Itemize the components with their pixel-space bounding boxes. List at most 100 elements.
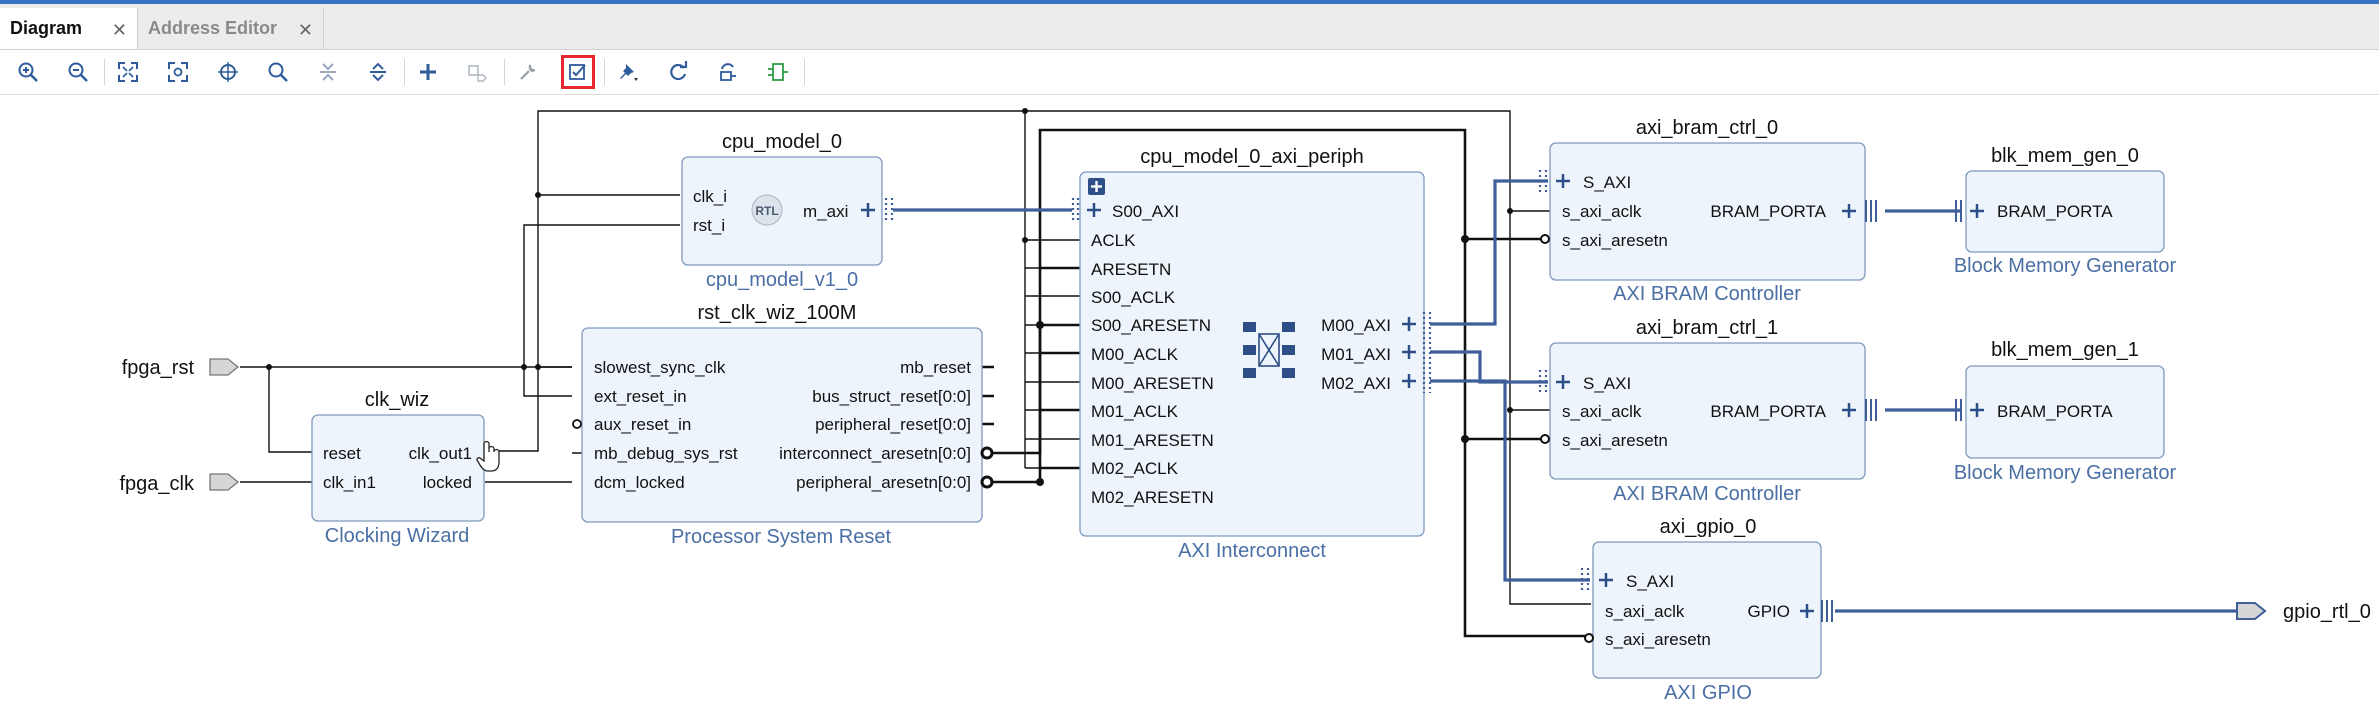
pin-label: interconnect_aresetn[0:0] [779, 444, 971, 463]
make-external-button[interactable] [461, 55, 495, 89]
pin-label: s_axi_aclk [1605, 602, 1685, 621]
pin-label: BRAM_PORTA [1710, 402, 1826, 421]
properties-button[interactable] [511, 55, 545, 89]
search-icon [268, 62, 288, 82]
pin-label: M01_AXI [1321, 345, 1391, 364]
tab-address-editor-label: Address Editor [148, 18, 278, 38]
plus-icon[interactable] [1599, 573, 1613, 587]
block-name: clk_wiz [365, 389, 429, 411]
port-fpga-clk[interactable]: fpga_clk [120, 473, 240, 495]
plus-icon[interactable] [1402, 374, 1416, 388]
close-icon[interactable]: ✕ [297, 20, 313, 40]
center-button[interactable] [211, 55, 245, 89]
block-type: Clocking Wizard [325, 525, 469, 547]
plus-icon[interactable] [1402, 317, 1416, 331]
block-axi-bram-ctrl-1[interactable]: axi_bram_ctrl_1 S_AXI s_axi_aclk s_axi_a… [1540, 317, 1877, 505]
block-rst-clk-wiz-100m[interactable]: rst_clk_wiz_100M slowest_sync_clk ext_re… [572, 302, 994, 548]
plus-icon[interactable] [1402, 345, 1416, 359]
pin-label: peripheral_aresetn[0:0] [796, 473, 971, 492]
pin-button[interactable] [611, 55, 645, 89]
expand-all-icon [370, 62, 386, 82]
block-type: Processor System Reset [671, 526, 892, 548]
pin-label: clk_i [693, 187, 727, 206]
plus-icon[interactable] [1970, 204, 1984, 218]
pin-label: peripheral_reset[0:0] [815, 415, 971, 434]
expand-all-button[interactable] [361, 55, 395, 89]
pin-label: s_axi_aresetn [1562, 431, 1668, 450]
optimize-routing-button[interactable] [761, 55, 795, 89]
search-button[interactable] [261, 55, 295, 89]
block-cpu-model-0-axi-periph[interactable]: cpu_model_0_axi_periph S00_AXI ACLK ARES… [1079, 146, 1425, 562]
zoom-fit-icon [118, 62, 138, 82]
pin-label: s_axi_aresetn [1562, 231, 1668, 250]
validate-design-button[interactable] [561, 55, 595, 89]
block-type: AXI BRAM Controller [1613, 283, 1801, 305]
plus-icon[interactable] [1842, 204, 1856, 218]
block-name: axi_gpio_0 [1660, 516, 1757, 538]
add-ip-button[interactable] [411, 55, 445, 89]
block-blk-mem-gen-1[interactable]: blk_mem_gen_1 BRAM_PORTA Block Memory Ge… [1954, 339, 2177, 484]
pin-label: M01_ACLK [1091, 402, 1179, 421]
rtl-badge-text: RTL [755, 204, 778, 218]
pin-label: mb_reset [900, 358, 971, 377]
zoom-selection-button[interactable] [161, 55, 195, 89]
regenerate-layout-button[interactable] [711, 55, 745, 89]
pin-label: BRAM_PORTA [1997, 202, 2113, 221]
plus-icon[interactable] [1970, 403, 1984, 417]
rtl-badge-icon: RTL [751, 194, 783, 226]
close-icon[interactable]: ✕ [111, 20, 127, 40]
pin-label: bus_struct_reset[0:0] [812, 387, 971, 406]
tab-address-editor[interactable]: Address Editor ✕ [138, 8, 324, 49]
plus-icon[interactable] [1556, 174, 1570, 188]
block-name: axi_bram_ctrl_0 [1636, 117, 1778, 139]
collapse-all-button[interactable] [311, 55, 345, 89]
block-type: cpu_model_v1_0 [706, 269, 858, 291]
block-cpu-model-0[interactable]: cpu_model_0 clk_i rst_i RTL m_axi cpu_mo… [681, 131, 883, 291]
tab-diagram[interactable]: Diagram ✕ [0, 8, 138, 49]
zoom-in-icon [18, 62, 38, 82]
tab-diagram-label: Diagram [10, 18, 83, 38]
port-fpga-rst[interactable]: fpga_rst [122, 357, 240, 379]
zoom-out-button[interactable] [61, 55, 95, 89]
plus-icon[interactable] [861, 203, 875, 217]
block-blk-mem-gen-0[interactable]: blk_mem_gen_0 BRAM_PORTA Block Memory Ge… [1954, 145, 2177, 277]
pin-label: s_axi_aclk [1562, 202, 1642, 221]
expand-block-icon[interactable] [1088, 178, 1105, 195]
pin-label: slowest_sync_clk [594, 358, 726, 377]
pin-label: S_AXI [1583, 173, 1631, 192]
port-fpga-rst-label: fpga_rst [122, 357, 195, 379]
pin-label: s_axi_aresetn [1605, 630, 1711, 649]
buses [893, 179, 2237, 613]
pin-label: GPIO [1747, 602, 1790, 621]
bus-connectors [884, 170, 1590, 592]
block-axi-gpio-0[interactable]: axi_gpio_0 S_AXI s_axi_aclk s_axi_areset… [1584, 516, 1833, 704]
pin-label: ARESETN [1091, 260, 1171, 279]
toolbar-separator [104, 59, 105, 85]
plus-icon[interactable] [1556, 375, 1570, 389]
plus-icon[interactable] [1842, 403, 1856, 417]
block-diagram-canvas[interactable]: .blk { fill: #eef4fb; stroke: #7f99bd; s… [0, 95, 2379, 713]
port-gpio-rtl-0-label: gpio_rtl_0 [2283, 601, 2371, 623]
block-axi-bram-ctrl-0[interactable]: axi_bram_ctrl_0 S_AXI s_axi_aclk s_axi_a… [1540, 117, 1877, 305]
add-ip-icon [420, 64, 436, 80]
port-gpio-rtl-0[interactable]: gpio_rtl_0 [2236, 601, 2371, 623]
plus-icon[interactable] [1087, 203, 1101, 217]
pin-label: M02_AXI [1321, 374, 1391, 393]
junction-dots [266, 108, 1513, 486]
refresh-button[interactable] [661, 55, 695, 89]
block-name: blk_mem_gen_0 [1991, 145, 2139, 167]
pin-label: clk_in1 [323, 473, 376, 492]
pin-label: M00_ACLK [1091, 345, 1179, 364]
pin-label: clk_out1 [409, 444, 472, 463]
tab-bar: Diagram ✕ Address Editor ✕ [0, 4, 2379, 50]
zoom-in-button[interactable] [11, 55, 45, 89]
plus-icon[interactable] [1800, 604, 1814, 618]
zoom-fit-button[interactable] [111, 55, 145, 89]
pin-label: mb_debug_sys_rst [594, 444, 738, 463]
block-clk-wiz[interactable]: clk_wiz reset clk_in1 clk_out1 locked Cl… [311, 389, 485, 547]
toolbar-separator [504, 59, 505, 85]
crossbar-icon [1243, 322, 1295, 378]
block-type: AXI GPIO [1664, 682, 1752, 704]
toolbar-separator [604, 59, 605, 85]
pin-label: S_AXI [1626, 572, 1674, 591]
